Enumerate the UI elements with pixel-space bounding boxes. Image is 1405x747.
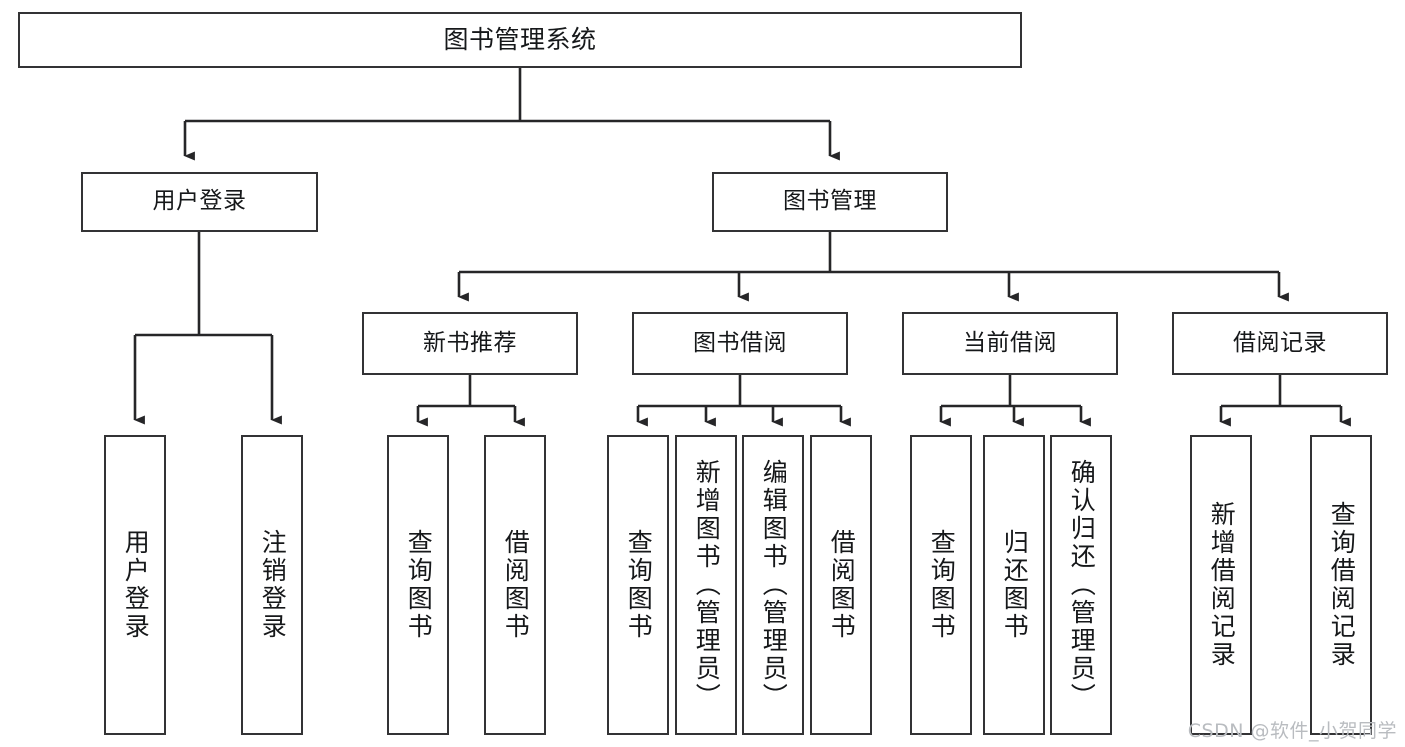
node-leaf-query-book-1-label: 查询图书 xyxy=(404,529,434,641)
node-leaf-user-login-label: 用户登录 xyxy=(121,529,151,641)
node-leaf-query-record-label: 查询借阅记录 xyxy=(1327,501,1357,669)
node-leaf-borrow-book-2-label: 借阅图书 xyxy=(827,529,857,641)
node-current-borrow-label: 当前借阅 xyxy=(963,329,1057,356)
node-book-borrow-label: 图书借阅 xyxy=(693,329,787,356)
node-current-borrow[interactable]: 当前借阅 xyxy=(902,312,1118,375)
node-book-manage[interactable]: 图书管理 xyxy=(712,172,948,232)
node-leaf-borrow-book-2[interactable]: 借阅图书 xyxy=(810,435,872,735)
node-borrow-record-label: 借阅记录 xyxy=(1233,329,1327,356)
node-book-borrow[interactable]: 图书借阅 xyxy=(632,312,848,375)
node-root[interactable]: 图书管理系统 xyxy=(18,12,1022,68)
node-leaf-return-book-label: 归还图书 xyxy=(1000,529,1030,641)
node-leaf-edit-book-label: 编辑图书（管理员） xyxy=(759,459,789,711)
node-leaf-logout[interactable]: 注销登录 xyxy=(241,435,303,735)
csdn-watermark: CSDN @软件_小贺同学 xyxy=(1187,720,1397,742)
node-root-label: 图书管理系统 xyxy=(443,25,597,55)
node-book-manage-label: 图书管理 xyxy=(783,188,877,215)
node-leaf-query-book-2[interactable]: 查询图书 xyxy=(607,435,669,735)
node-user-login-label: 用户登录 xyxy=(152,188,247,215)
node-borrow-record[interactable]: 借阅记录 xyxy=(1172,312,1388,375)
node-new-book-recommend[interactable]: 新书推荐 xyxy=(362,312,578,375)
node-leaf-query-book-3-label: 查询图书 xyxy=(927,529,957,641)
node-leaf-return-book[interactable]: 归还图书 xyxy=(983,435,1045,735)
node-leaf-add-record[interactable]: 新增借阅记录 xyxy=(1190,435,1252,735)
node-leaf-query-record[interactable]: 查询借阅记录 xyxy=(1310,435,1372,735)
node-leaf-query-book-2-label: 查询图书 xyxy=(624,529,654,641)
node-leaf-borrow-book-1[interactable]: 借阅图书 xyxy=(484,435,546,735)
node-leaf-user-login[interactable]: 用户登录 xyxy=(104,435,166,735)
node-new-book-recommend-label: 新书推荐 xyxy=(423,329,517,356)
node-leaf-confirm-return-label: 确认归还（管理员） xyxy=(1067,459,1097,711)
node-user-login[interactable]: 用户登录 xyxy=(81,172,318,232)
node-leaf-confirm-return[interactable]: 确认归还（管理员） xyxy=(1050,435,1112,735)
node-leaf-add-book[interactable]: 新增图书（管理员） xyxy=(675,435,737,735)
node-leaf-logout-label: 注销登录 xyxy=(258,529,288,641)
node-leaf-borrow-book-1-label: 借阅图书 xyxy=(501,529,531,641)
node-leaf-query-book-3[interactable]: 查询图书 xyxy=(910,435,972,735)
node-leaf-edit-book[interactable]: 编辑图书（管理员） xyxy=(742,435,804,735)
node-leaf-query-book-1[interactable]: 查询图书 xyxy=(387,435,449,735)
node-leaf-add-record-label: 新增借阅记录 xyxy=(1207,501,1237,669)
node-leaf-add-book-label: 新增图书（管理员） xyxy=(692,459,722,711)
